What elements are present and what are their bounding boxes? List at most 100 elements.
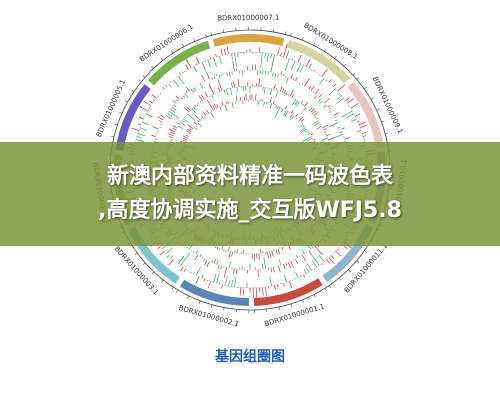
track-bar [278, 259, 282, 266]
track-bar [206, 261, 210, 268]
tick-mark [134, 252, 138, 256]
track-bar [328, 257, 335, 265]
track-bar [330, 255, 335, 260]
banner-line-1: 新澳内部资料精准一码波色表 [106, 164, 393, 189]
track-bar [322, 124, 329, 129]
track-bar [154, 138, 157, 140]
track-bar [226, 46, 229, 55]
track-bar [211, 259, 214, 263]
track-bar [289, 89, 294, 97]
track-bar [299, 275, 302, 277]
track-bar [307, 131, 309, 133]
track-bar [347, 105, 350, 107]
overlay-banner: 新澳内部资料精准一码波色表 ,高度协调实施_交互版WFJ5.8 [0, 142, 500, 246]
track-bar [225, 89, 229, 95]
track-bar [151, 134, 156, 137]
track-bar [204, 260, 208, 266]
track-bar [313, 120, 319, 125]
track-bar [311, 260, 318, 268]
track-bar [170, 131, 175, 135]
track-bar [295, 117, 298, 119]
track-bar [239, 287, 242, 296]
track-bar [158, 120, 163, 123]
tick-mark [171, 286, 174, 290]
track-bar [264, 52, 266, 59]
tick-mark [285, 31, 287, 35]
track-bar [169, 141, 171, 143]
track-bar [218, 87, 221, 92]
track-bar [231, 252, 233, 257]
track-bar [212, 105, 216, 110]
track-bar [131, 127, 139, 131]
track-bar [314, 88, 320, 95]
track-bar [234, 277, 237, 288]
track-bar [142, 121, 149, 126]
track-bar [285, 92, 288, 95]
track-bar [274, 285, 276, 290]
track-bar [185, 134, 189, 137]
track-bar [334, 119, 337, 122]
track-bar [319, 78, 325, 85]
track-bar [316, 125, 322, 130]
tick-mark [142, 262, 146, 266]
track-bar [206, 99, 214, 111]
track-bar [357, 121, 360, 123]
figure-caption: 基因组圈图 [215, 349, 285, 365]
track-bar [170, 255, 174, 258]
tick-mark [278, 306, 280, 310]
track-bar [231, 71, 233, 75]
track-bar [318, 254, 325, 262]
tick-mark [301, 37, 304, 41]
track-bar [292, 77, 295, 80]
track-bar [227, 101, 229, 104]
track-bar [263, 257, 266, 269]
track-bar [333, 83, 337, 87]
track-bar [225, 275, 228, 286]
track-bar [301, 128, 307, 133]
track-bar [180, 122, 186, 126]
tick-mark [223, 307, 225, 311]
track-bar [215, 53, 217, 57]
tick-mark [187, 295, 190, 299]
track-bar [193, 107, 197, 111]
track-bar [231, 102, 234, 109]
track-bar [284, 105, 288, 110]
track-bar [209, 56, 211, 59]
track-bar [149, 108, 152, 110]
tick-mark [343, 63, 347, 67]
track-bar [294, 100, 298, 106]
tick-mark [193, 38, 196, 42]
track-bar [299, 83, 301, 85]
track-bar [266, 53, 269, 63]
track-bar [226, 72, 228, 77]
track-bar [170, 108, 176, 113]
track-bar [299, 64, 304, 73]
track-bar [319, 123, 321, 126]
track-bar [169, 81, 172, 83]
track-bar [200, 94, 205, 100]
track-bar [217, 79, 223, 91]
track-bar [284, 58, 290, 71]
tick-mark [210, 304, 213, 308]
track-bar [172, 106, 177, 111]
track-bar [313, 112, 318, 116]
tick-mark [198, 300, 201, 304]
track-bar [182, 139, 187, 142]
track-bar [336, 97, 344, 105]
track-bar [183, 107, 190, 113]
track-bar [220, 48, 223, 56]
track-bar [207, 74, 210, 79]
banner-line-2: ,高度协调实施_交互版WFJ5.8 [98, 198, 402, 223]
track-bar [289, 114, 293, 119]
track-bar [321, 263, 324, 266]
tick-mark [324, 288, 327, 292]
track-bar [185, 90, 188, 93]
track-bar [295, 113, 299, 117]
track-bar [291, 60, 296, 71]
tick-mark [348, 269, 351, 272]
track-bar [277, 284, 279, 288]
track-bar [325, 80, 327, 82]
tick-mark [142, 75, 146, 78]
track-bar [158, 95, 160, 97]
track-bar [201, 74, 205, 82]
